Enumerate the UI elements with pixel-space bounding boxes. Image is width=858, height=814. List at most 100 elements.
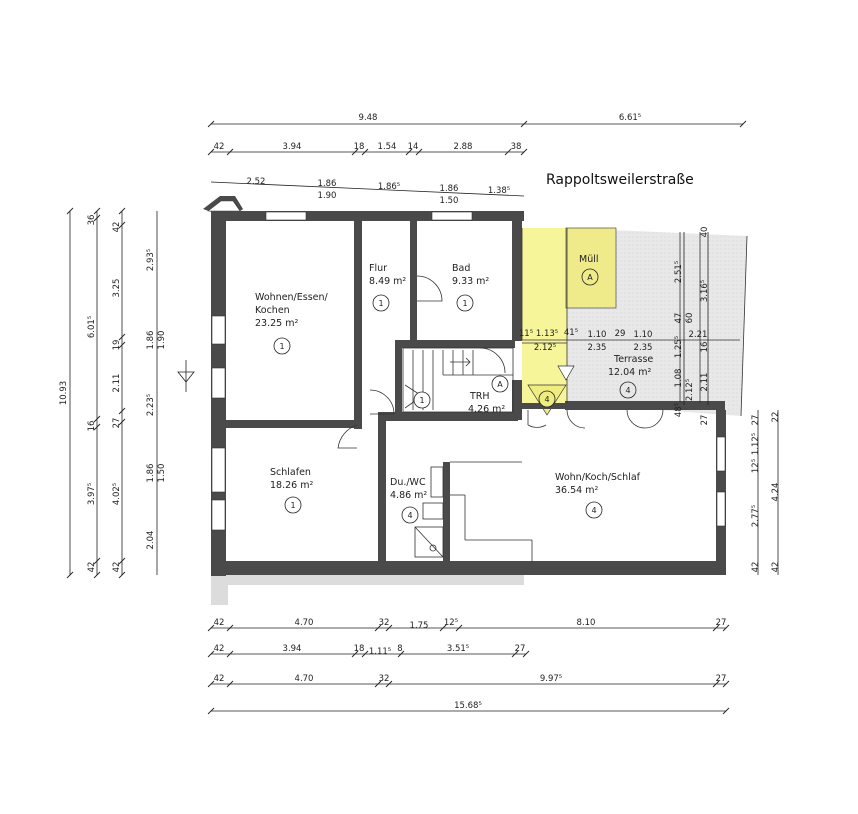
room-muell-unit: A <box>587 273 593 282</box>
dim-text: 3.51⁵ <box>447 644 469 654</box>
dim-text: 1.25⁵ <box>674 336 684 358</box>
dim-text: 1.75 <box>410 621 429 631</box>
room-wohnkoch: Wohn/Koch/Schlaf 36.54 m² 4 <box>555 472 641 519</box>
room-wohnen-unit: 1 <box>279 342 284 351</box>
dim-text: 27 <box>716 674 727 684</box>
dim-text: 16 <box>87 421 97 432</box>
room-muell-name: Müll <box>579 254 599 265</box>
dim-text: 4.70 <box>295 674 314 684</box>
doors <box>337 275 664 449</box>
stair-unit-1: 1 <box>419 396 424 405</box>
dim-text: 42 <box>87 562 97 573</box>
room-schlafen-name: Schlafen <box>270 467 311 478</box>
room-wohnkoch-name: Wohn/Koch/Schlaf <box>555 472 641 483</box>
dim-text: 42 <box>112 222 122 233</box>
dim-text: 6.01⁵ <box>87 316 97 338</box>
dim-text: 2.35 <box>588 343 607 353</box>
dim-text: 2.11 <box>700 373 710 392</box>
garden-strip-inner <box>228 585 524 605</box>
dim-text: 15.68⁵ <box>454 701 482 711</box>
dim-text: 19 <box>112 340 122 351</box>
room-duwc-name: Du./WC <box>390 477 426 488</box>
stair-unit-4: 4 <box>544 395 549 404</box>
room-bad-unit: 1 <box>462 299 467 308</box>
dim-text: 60 <box>685 313 695 324</box>
dim-text: 2.52 <box>247 177 266 187</box>
dim-text: 1.12⁵ <box>751 433 761 455</box>
room-flur-unit: 1 <box>378 299 383 308</box>
room-trh: TRH 4.26 m² A <box>468 375 509 415</box>
room-duwc-area: 4.86 m² <box>390 490 427 501</box>
section-marker <box>177 360 195 392</box>
dim-text: 8.10 <box>577 618 596 628</box>
dim-text: 2.11 <box>112 374 122 393</box>
street-name: Rappoltsweilerstraße <box>546 172 694 188</box>
room-wohnen-name: Wohnen/Essen/ <box>255 292 329 303</box>
dim-text: 2.23⁵ <box>146 394 156 416</box>
dim-text: 2.12⁵ <box>534 343 556 353</box>
room-wohnen-name2: Kochen <box>255 305 290 316</box>
room-terrasse: Terrasse 12.04 m² 4 <box>608 354 653 399</box>
dim-text: 27 <box>751 415 761 426</box>
dim-text: 16 <box>700 342 710 353</box>
dim-text: 3.25 <box>112 279 122 298</box>
room-flur: Flur 8.49 m² 1 <box>369 263 406 312</box>
dim-text: 2.51⁵ <box>674 261 684 283</box>
dim-text: 3.94 <box>283 142 302 152</box>
dim-text: 32 <box>379 674 390 684</box>
dim-text: 2.93⁵ <box>146 249 156 271</box>
dim-text: 47 <box>674 313 684 324</box>
staircase <box>402 347 514 413</box>
dim-text: 1.86 <box>146 331 156 350</box>
room-wohnen: Wohnen/Essen/ Kochen 23.25 m² 1 <box>255 292 329 355</box>
dim-text: 22 <box>771 412 781 423</box>
dim-text: 27 <box>112 418 122 429</box>
stair-yellow-area <box>522 228 568 408</box>
dim-text: 2.04 <box>146 531 156 550</box>
dim-text: 1.10 <box>588 330 607 340</box>
dim-text: 1.50 <box>440 196 459 206</box>
dim-text: 42 <box>214 674 225 684</box>
dim-text: 36 <box>87 215 97 226</box>
dims-terrace: 11⁵ 1.13⁵ 41⁵ 1.10 29 1.10 2.21 2.12⁵ 2.… <box>519 227 710 426</box>
dim-text: 42 <box>751 562 761 573</box>
room-muell: Müll A <box>579 254 599 286</box>
room-schlafen: Schlafen 18.26 m² 1 <box>270 467 313 514</box>
dims-left: 10.93 36 6.01⁵ 16 3.97⁵ 42 42 3.25 19 2.… <box>59 215 167 573</box>
dim-text: 1.86⁵ <box>378 182 400 192</box>
room-schlafen-unit: 1 <box>290 501 295 510</box>
dim-text: 40 <box>700 227 710 238</box>
dim-text: 1.90 <box>157 331 167 350</box>
dimension-lines <box>69 123 779 712</box>
dim-text: 11⁵ <box>519 329 533 339</box>
dimension-ticks <box>66 120 747 715</box>
dim-text: 1.13⁵ <box>536 329 558 339</box>
dim-text: 38 <box>511 142 522 152</box>
room-trh-unit: A <box>497 380 503 389</box>
dim-text: 10.93 <box>59 381 69 405</box>
room-schlafen-area: 18.26 m² <box>270 480 313 491</box>
dim-text: 4.70 <box>295 618 314 628</box>
dim-text: 1.38⁵ <box>488 186 510 196</box>
dim-text: 42 <box>214 618 225 628</box>
windows <box>211 211 726 531</box>
dim-text: 2.77⁵ <box>751 505 761 527</box>
room-bad-area: 9.33 m² <box>452 276 489 287</box>
room-wohnkoch-unit: 4 <box>591 506 596 515</box>
room-duwc-unit: 4 <box>407 511 412 520</box>
room-wohnkoch-area: 36.54 m² <box>555 485 598 496</box>
room-flur-name: Flur <box>369 263 387 274</box>
room-flur-area: 8.49 m² <box>369 276 406 287</box>
dim-text: 3.94 <box>283 644 302 654</box>
dim-text: 3.97⁵ <box>87 483 97 505</box>
dims-right: 22 27 1.12⁵ 12⁵ 4.24 2.77⁵ 42 42 <box>751 412 781 573</box>
dim-text: 1.90 <box>318 191 337 201</box>
room-duwc: Du./WC 4.86 m² 4 <box>390 477 427 524</box>
dim-text: 48⁵ <box>674 403 684 417</box>
dim-text: 1.50 <box>157 464 167 483</box>
dim-text: 1.54 <box>378 142 397 152</box>
room-terrasse-name: Terrasse <box>613 354 653 365</box>
room-trh-name: TRH <box>469 391 490 402</box>
dim-text: 18 <box>354 644 365 654</box>
dim-text: 41⁵ <box>564 328 578 338</box>
